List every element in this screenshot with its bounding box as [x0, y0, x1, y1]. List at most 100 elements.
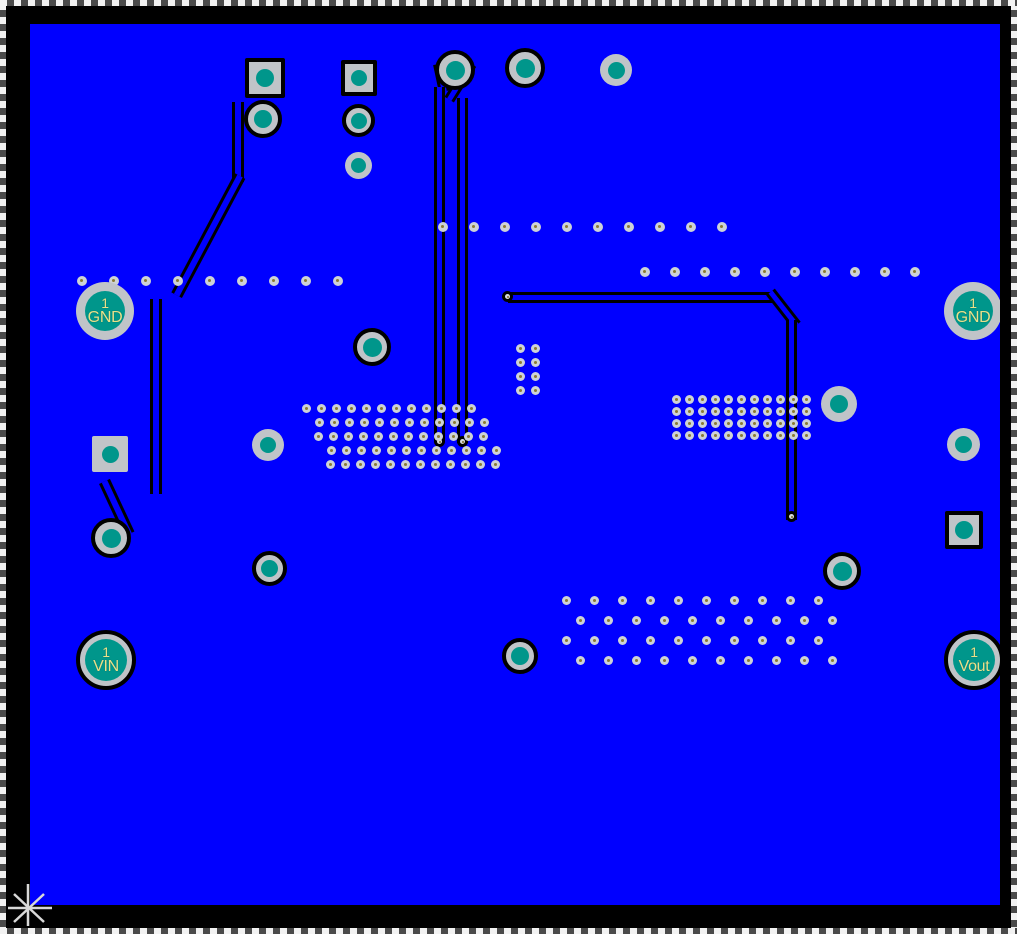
- via[interactable]: [562, 596, 571, 605]
- via[interactable]: [730, 636, 739, 645]
- via[interactable]: [531, 372, 540, 381]
- via[interactable]: [360, 418, 369, 427]
- via[interactable]: [326, 460, 335, 469]
- via[interactable]: [314, 432, 323, 441]
- via[interactable]: [387, 446, 396, 455]
- via[interactable]: [405, 418, 414, 427]
- via[interactable]: [828, 616, 837, 625]
- pad-rd-pad-j[interactable]: [252, 551, 287, 586]
- via[interactable]: [618, 636, 627, 645]
- via[interactable]: [711, 407, 720, 416]
- via[interactable]: [800, 656, 809, 665]
- via[interactable]: [660, 616, 669, 625]
- via[interactable]: [737, 407, 746, 416]
- via[interactable]: [301, 276, 311, 286]
- via[interactable]: [640, 267, 650, 277]
- via[interactable]: [491, 460, 500, 469]
- via[interactable]: [500, 222, 510, 232]
- via[interactable]: [375, 418, 384, 427]
- via[interactable]: [562, 222, 572, 232]
- via[interactable]: [434, 432, 443, 441]
- via[interactable]: [590, 596, 599, 605]
- pad-rd-pad-k[interactable]: [821, 386, 857, 422]
- trace-segment-gnd-3[interactable]: [150, 299, 162, 494]
- via[interactable]: [776, 395, 785, 404]
- via[interactable]: [390, 418, 399, 427]
- via[interactable]: [237, 276, 247, 286]
- via[interactable]: [342, 446, 351, 455]
- pad-rd-pad-n[interactable]: [502, 638, 538, 674]
- via[interactable]: [492, 446, 501, 455]
- via[interactable]: [315, 418, 324, 427]
- via[interactable]: [77, 276, 87, 286]
- via[interactable]: [763, 419, 772, 428]
- via[interactable]: [763, 431, 772, 440]
- via[interactable]: [716, 656, 725, 665]
- via[interactable]: [716, 616, 725, 625]
- via[interactable]: [655, 222, 665, 232]
- pad-rd-pad-h[interactable]: [252, 429, 284, 461]
- via[interactable]: [880, 267, 890, 277]
- via[interactable]: [417, 446, 426, 455]
- via[interactable]: [516, 386, 525, 395]
- via[interactable]: [437, 404, 446, 413]
- via[interactable]: [302, 404, 311, 413]
- via[interactable]: [435, 418, 444, 427]
- via[interactable]: [419, 432, 428, 441]
- via[interactable]: [646, 596, 655, 605]
- via[interactable]: [362, 404, 371, 413]
- via[interactable]: [438, 222, 448, 232]
- pad-rd-pad-e[interactable]: [505, 48, 545, 88]
- trace-segment-sw-a-2[interactable]: [434, 87, 445, 442]
- via[interactable]: [685, 407, 694, 416]
- trace-segment-vout-1[interactable]: [508, 292, 773, 303]
- pad-sq-pad-a[interactable]: [245, 58, 285, 98]
- via[interactable]: [469, 222, 479, 232]
- via[interactable]: [531, 358, 540, 367]
- pad-rd-pad-c[interactable]: [345, 152, 372, 179]
- via[interactable]: [386, 460, 395, 469]
- via[interactable]: [776, 431, 785, 440]
- via[interactable]: [464, 432, 473, 441]
- via[interactable]: [772, 656, 781, 665]
- via[interactable]: [790, 267, 800, 277]
- via[interactable]: [910, 267, 920, 277]
- via[interactable]: [389, 432, 398, 441]
- via[interactable]: [686, 222, 696, 232]
- via[interactable]: [802, 407, 811, 416]
- via[interactable]: [420, 418, 429, 427]
- trace-segment-sw-b-2[interactable]: [457, 98, 468, 443]
- via[interactable]: [789, 407, 798, 416]
- via[interactable]: [737, 419, 746, 428]
- via[interactable]: [750, 431, 759, 440]
- via[interactable]: [802, 395, 811, 404]
- via[interactable]: [402, 446, 411, 455]
- via[interactable]: [724, 395, 733, 404]
- via[interactable]: [744, 656, 753, 665]
- via[interactable]: [802, 431, 811, 440]
- via[interactable]: [674, 596, 683, 605]
- via[interactable]: [730, 267, 740, 277]
- via[interactable]: [702, 636, 711, 645]
- via[interactable]: [407, 404, 416, 413]
- trace-endpoint-sw-a[interactable]: [434, 436, 445, 447]
- via[interactable]: [758, 596, 767, 605]
- via[interactable]: [711, 395, 720, 404]
- pad-rd-pad-d[interactable]: [435, 50, 475, 90]
- via[interactable]: [672, 431, 681, 440]
- via[interactable]: [447, 446, 456, 455]
- trace-segment-gnd-1[interactable]: [232, 102, 244, 182]
- via[interactable]: [480, 418, 489, 427]
- via[interactable]: [392, 404, 401, 413]
- via[interactable]: [516, 372, 525, 381]
- pad-rd-pad-g[interactable]: [353, 328, 391, 366]
- via[interactable]: [685, 419, 694, 428]
- via[interactable]: [724, 407, 733, 416]
- pad-rd-pad-a[interactable]: [244, 100, 282, 138]
- via[interactable]: [345, 418, 354, 427]
- via[interactable]: [332, 404, 341, 413]
- via[interactable]: [462, 446, 471, 455]
